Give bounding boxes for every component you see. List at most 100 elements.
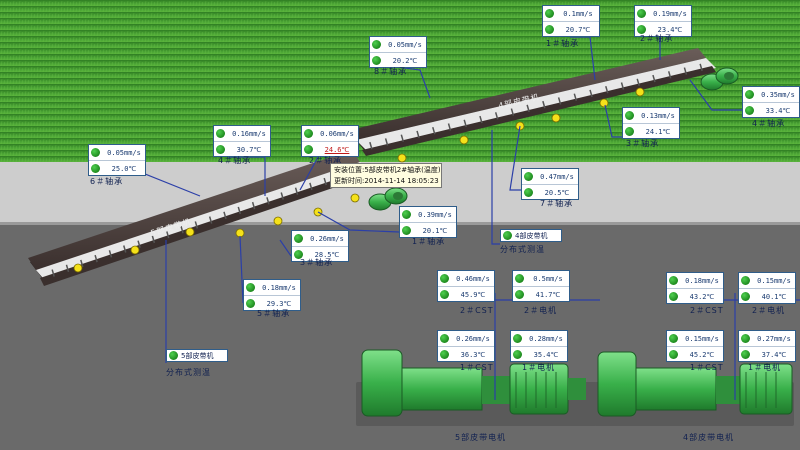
idler-mark <box>447 123 452 131</box>
temperature-value: 45.9℃ <box>460 290 486 299</box>
dts-box-belt-4[interactable]: 4部皮带机 <box>500 229 562 242</box>
tooltip-update-time: 更新时间:2014-11-14 18:05:23 <box>334 177 439 185</box>
idler-mark <box>605 86 609 94</box>
temperature-value: 24.1℃ <box>645 127 671 136</box>
status-dot-icon <box>669 350 678 359</box>
label-m5-2-motor: 2＃电机 <box>524 306 558 315</box>
bearing-marker[interactable] <box>635 87 645 97</box>
speed-row: 0.05mm/s <box>89 145 145 161</box>
sensor-panel-p3[interactable]: 0.06mm/s 24.6℃ <box>301 125 359 157</box>
label-m5-1-cst: 1＃CST <box>460 363 494 372</box>
leader-line <box>299 156 319 191</box>
speed-value: 0.39mm/s <box>418 210 452 219</box>
status-dot-icon <box>304 129 313 138</box>
speed-value: 0.5mm/s <box>533 274 563 283</box>
bearing-marker[interactable] <box>73 263 83 273</box>
idler-mark <box>194 221 199 229</box>
label-b4-2-bearing: 2＃轴承 <box>640 34 674 43</box>
label-m4-1-motor: 1＃电机 <box>748 363 782 372</box>
temp-row: 20.5℃ <box>522 185 578 200</box>
temp-row: 20.2℃ <box>370 53 426 68</box>
status-dot-icon <box>745 90 754 99</box>
temperature-value: 23.4℃ <box>657 25 683 34</box>
idler-mark <box>137 240 141 248</box>
bearing-marker[interactable] <box>235 228 245 238</box>
speed-row: 0.18mm/s <box>667 273 723 289</box>
temperature-value: 24.6℃ <box>324 145 350 154</box>
label-dts-4: 分布式测温 <box>500 245 545 254</box>
idler-mark <box>151 235 156 244</box>
label-b4-7-bearing: 7＃轴承 <box>540 199 574 208</box>
idler-mark <box>51 269 55 277</box>
bearing-marker[interactable] <box>273 216 283 226</box>
leader-line <box>570 36 596 81</box>
sensor-panel-p17[interactable]: 0.18mm/s 43.2℃ <box>666 272 724 304</box>
idler-mark <box>589 89 593 98</box>
bearing-marker[interactable] <box>130 245 140 255</box>
status-dot-icon <box>669 276 678 285</box>
tooltip-location: 安装位置:5部皮带机2#轴承(温度) <box>334 166 441 174</box>
temperature-value: 36.3℃ <box>460 350 486 359</box>
belt-4-motor-assembly[interactable] <box>594 351 794 426</box>
temp-row: 20.7℃ <box>543 22 599 37</box>
temperature-value: 43.2℃ <box>689 292 715 301</box>
temp-row: 35.4℃ <box>511 347 567 362</box>
belt-4-drive-rollers[interactable] <box>700 67 739 91</box>
label-m4-2-motor: 2＃电机 <box>752 306 786 315</box>
sensor-panel-p13[interactable]: 0.46mm/s 45.9℃ <box>437 270 495 302</box>
speed-row: 0.13mm/s <box>623 108 679 124</box>
status-dot-icon <box>741 350 750 359</box>
idler-mark <box>369 141 373 150</box>
sensor-panel-p8[interactable]: 0.13mm/s 24.1℃ <box>622 107 680 139</box>
speed-value: 0.06mm/s <box>320 129 354 138</box>
belt-5-motor-assembly[interactable] <box>356 349 596 426</box>
speed-row: 0.35mm/s <box>743 87 799 103</box>
status-dot-icon <box>440 334 449 343</box>
bearing-marker[interactable] <box>551 113 561 123</box>
idler-mark <box>683 67 688 75</box>
bearing-marker[interactable] <box>350 193 360 203</box>
belt-4-conveyor[interactable] <box>350 48 716 156</box>
idler-mark <box>323 177 327 186</box>
idler-mark <box>123 245 127 253</box>
speed-value: 0.16mm/s <box>232 129 266 138</box>
idler-mark <box>165 230 170 239</box>
idler-mark <box>479 115 483 124</box>
bearing-marker[interactable] <box>185 227 195 237</box>
bearing-marker[interactable] <box>397 153 407 163</box>
speed-row: 0.16mm/s <box>214 126 270 142</box>
idler-mark <box>80 259 84 268</box>
temp-row: 20.1℃ <box>400 223 456 238</box>
speed-value: 0.35mm/s <box>761 90 795 99</box>
idler-mark <box>280 192 284 200</box>
bearing-marker[interactable] <box>599 98 609 108</box>
label-b4-3-bearing: 3＃轴承 <box>626 139 660 148</box>
status-dot-icon <box>515 274 524 283</box>
idler-mark <box>94 254 98 263</box>
belt-5-drive-rollers[interactable] <box>368 187 408 211</box>
belt-5-conveyor[interactable] <box>28 150 372 286</box>
sensor-panel-p10[interactable]: 0.39mm/s 20.1℃ <box>399 206 457 238</box>
bearing-marker[interactable] <box>459 135 469 145</box>
dts-box-belt-5[interactable]: 5部皮带机 <box>166 349 228 362</box>
speed-value: 0.26mm/s <box>310 234 344 243</box>
speed-value: 0.46mm/s <box>456 274 490 283</box>
status-dot-icon <box>216 129 225 138</box>
